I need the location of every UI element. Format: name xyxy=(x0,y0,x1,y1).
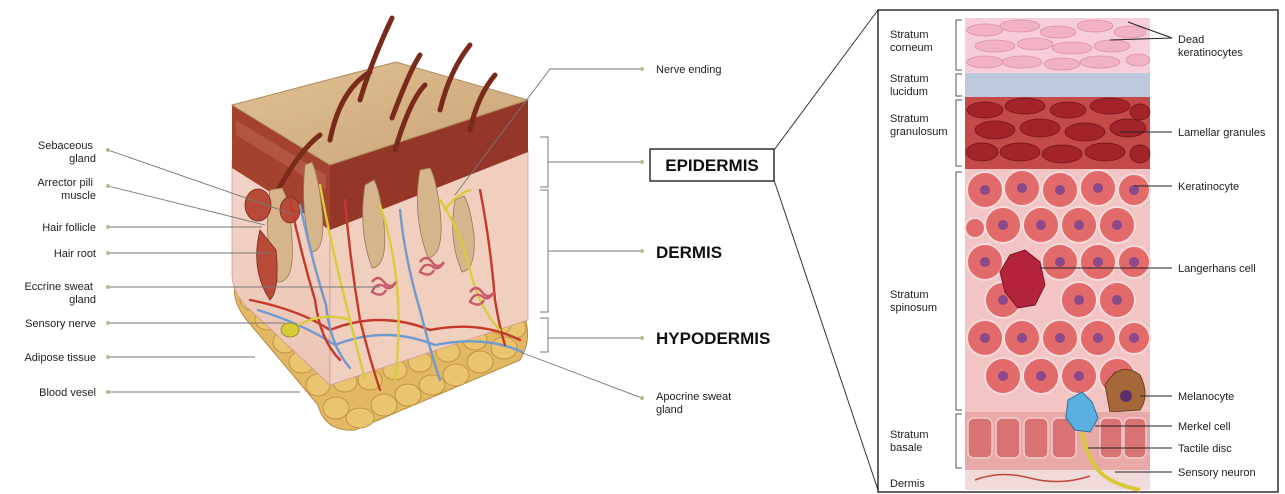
label-arrector-pili: Arrector pili muscle xyxy=(37,177,96,202)
label-hair-follicle: Hair follicle xyxy=(42,222,96,234)
label-dermis-zoom: Dermis xyxy=(890,478,925,490)
left-labels: Sebaceous gland Arrector pili muscle Hai… xyxy=(24,140,96,399)
label-stratum-lucidum: Stratum lucidum xyxy=(890,73,932,98)
epidermis-label: EPIDERMIS xyxy=(665,156,759,175)
layer-brackets xyxy=(540,137,642,352)
label-nerve-ending: Nerve ending xyxy=(656,64,721,76)
melanocyte-nucleus xyxy=(1120,390,1132,402)
epidermis-column xyxy=(965,18,1150,490)
zoom-lines xyxy=(774,10,878,490)
label-merkel-cell: Merkel cell xyxy=(1178,421,1231,433)
label-adipose-tissue: Adipose tissue xyxy=(24,352,96,364)
label-sensory-neuron: Sensory neuron xyxy=(1178,467,1256,479)
label-blood-vessel: Blood vesel xyxy=(39,387,96,399)
label-hair-root: Hair root xyxy=(54,248,96,260)
label-melanocyte: Melanocyte xyxy=(1178,391,1234,403)
label-tactile-disc: Tactile disc xyxy=(1178,443,1232,455)
hypodermis-label: HYPODERMIS xyxy=(656,329,770,348)
label-stratum-corneum: Stratum corneum xyxy=(890,29,933,54)
label-sebaceous-gland: Sebaceous gland xyxy=(38,140,96,165)
skin-block-illustration xyxy=(232,18,528,430)
label-stratum-spinosum: Stratum spinosum xyxy=(890,289,937,314)
label-apocrine-sweat-gland: Apocrine sweat gland xyxy=(656,391,734,416)
label-sensory-nerve: Sensory nerve xyxy=(25,318,96,330)
granulosum-cells xyxy=(966,98,1150,163)
dermis-label: DERMIS xyxy=(656,243,722,262)
label-langerhans-cell: Langerhans cell xyxy=(1178,263,1256,275)
sensory-receptor xyxy=(281,323,299,337)
label-keratinocyte: Keratinocyte xyxy=(1178,181,1239,193)
stratum-lucidum-layer xyxy=(965,73,1150,97)
label-lamellar-granules: Lamellar granules xyxy=(1178,127,1266,139)
label-eccrine-sweat-gland: Eccrine sweat gland xyxy=(24,281,96,306)
